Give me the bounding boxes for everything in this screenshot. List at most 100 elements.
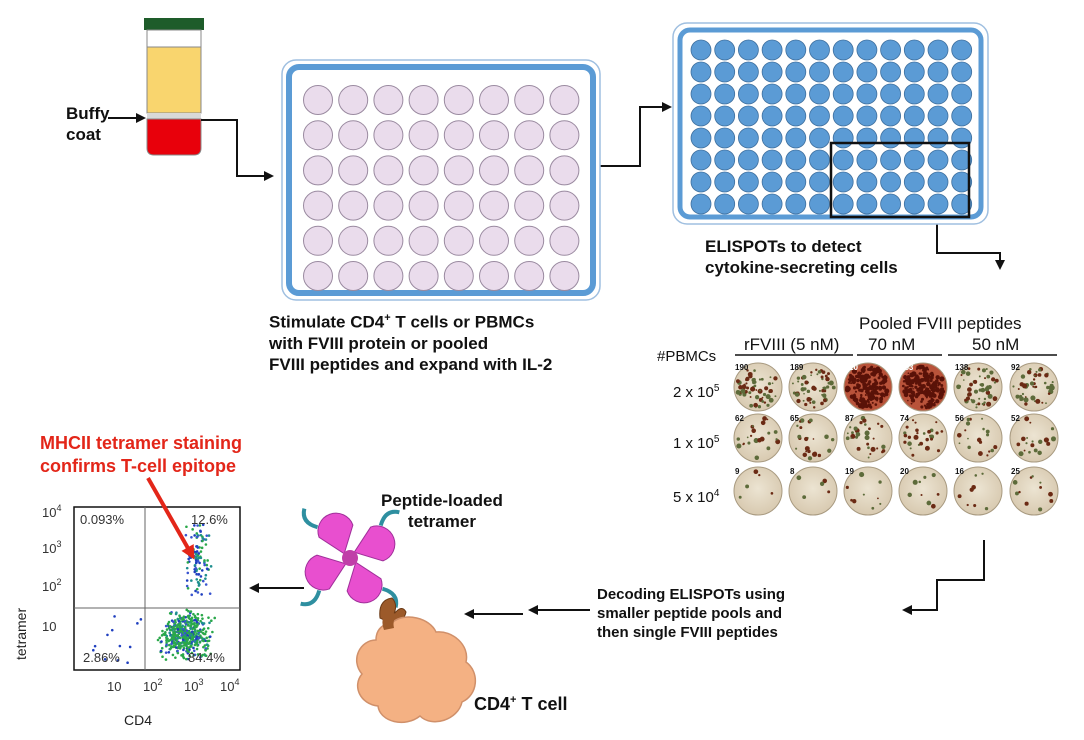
elispot-spot — [760, 377, 764, 381]
plate-well — [951, 193, 973, 215]
elispot-spot — [976, 437, 982, 443]
elispot-spot — [901, 384, 905, 388]
flow-event — [198, 629, 201, 633]
flow-event — [139, 618, 143, 621]
elispot-spot — [1038, 507, 1043, 512]
elispot-spot — [874, 382, 877, 386]
elispot-spot — [1033, 374, 1036, 377]
elispot-spot — [934, 379, 939, 383]
plate-well — [714, 127, 736, 149]
flow-event — [160, 640, 163, 643]
decoding-label: Decoding ELISPOTs using smaller peptide … — [597, 586, 786, 641]
elispot-count: 52 — [1011, 414, 1020, 423]
flow-event — [185, 566, 189, 570]
elispot-spot — [870, 365, 874, 369]
elispot-spot — [823, 398, 827, 403]
flow-event — [204, 577, 207, 580]
elispot-spot — [919, 372, 923, 375]
plate-well — [903, 127, 925, 149]
elispot-spot — [876, 399, 879, 402]
elispot-spot — [818, 389, 822, 392]
elispot-spot — [967, 387, 972, 392]
elispot-spot — [922, 432, 926, 435]
plate-well — [479, 155, 509, 186]
elispot-spot — [1049, 498, 1054, 503]
elispot-spot — [765, 394, 771, 400]
flow-event — [179, 641, 182, 645]
flow-event — [190, 623, 193, 627]
elispot-spot — [1050, 427, 1055, 431]
plate-well — [809, 127, 830, 149]
elispot-spot — [935, 421, 938, 424]
elispot-spot — [802, 452, 808, 458]
elispot-spot — [810, 371, 813, 374]
flow-event — [169, 638, 172, 642]
plate-well — [373, 120, 404, 151]
flow-event — [190, 535, 193, 539]
flow-event — [204, 583, 208, 586]
plate-well — [514, 85, 545, 115]
elispot-spot — [923, 475, 927, 479]
t-cell — [356, 612, 476, 724]
elispot-spot — [738, 385, 743, 390]
flow-event — [194, 561, 198, 565]
elispot-spot — [966, 417, 971, 422]
flow-event — [209, 652, 213, 656]
flow-event — [204, 649, 207, 652]
plate-well — [408, 155, 439, 186]
flow-event — [196, 629, 199, 633]
plate-well — [832, 193, 854, 215]
plate-well — [714, 171, 736, 193]
flow-event — [190, 616, 194, 620]
elispot-spot — [878, 393, 881, 395]
plate-well — [443, 190, 474, 221]
plate-well — [927, 83, 949, 105]
elispot-spot — [873, 378, 877, 382]
plate-well — [880, 83, 901, 105]
elispot-spot — [747, 441, 751, 445]
flow-event — [201, 617, 204, 620]
elispot-spot — [770, 492, 774, 495]
flow-event — [169, 628, 173, 632]
flow-event — [196, 546, 200, 549]
flow-event — [159, 649, 163, 653]
flow-event — [196, 559, 200, 563]
elispot-spot — [926, 500, 932, 506]
plate-well — [549, 261, 580, 291]
elispot-spot — [877, 497, 879, 500]
elispot-spot — [868, 427, 871, 431]
flow-event — [192, 654, 196, 657]
elispot-spot — [864, 435, 870, 441]
stimulate-label: Stimulate CD4+ T cells or PBMCs with FVI… — [269, 312, 553, 374]
plate-well — [809, 39, 830, 61]
plate-well — [903, 39, 925, 61]
flow-event — [186, 624, 190, 627]
flow-event — [177, 619, 181, 623]
flow-event — [113, 615, 116, 618]
elispot-spot — [863, 365, 866, 369]
plate-well — [785, 193, 807, 215]
plate-well — [738, 61, 759, 83]
plate-well — [761, 83, 783, 105]
elispot-spot — [867, 456, 870, 459]
elispot-spot — [981, 417, 984, 420]
flow-event — [165, 628, 169, 631]
plate-well — [514, 155, 545, 186]
flow-event — [186, 586, 190, 590]
plate-well — [690, 149, 712, 171]
plate-well — [951, 105, 973, 127]
plate-well — [443, 120, 474, 151]
elispot-spot — [903, 433, 908, 438]
flow-event — [208, 621, 211, 625]
elispot-spot — [1018, 490, 1021, 494]
flow-event — [92, 648, 95, 652]
plate-well — [761, 171, 783, 193]
elispot-spot — [916, 431, 919, 435]
y-tick-4: 10 — [42, 619, 56, 634]
elispot-spot — [977, 367, 981, 371]
plate-well — [443, 155, 474, 186]
elispot-spot — [858, 388, 862, 392]
elispot-spot — [1012, 385, 1015, 388]
elispot-spot — [870, 392, 873, 395]
elispot-spot — [876, 392, 880, 396]
